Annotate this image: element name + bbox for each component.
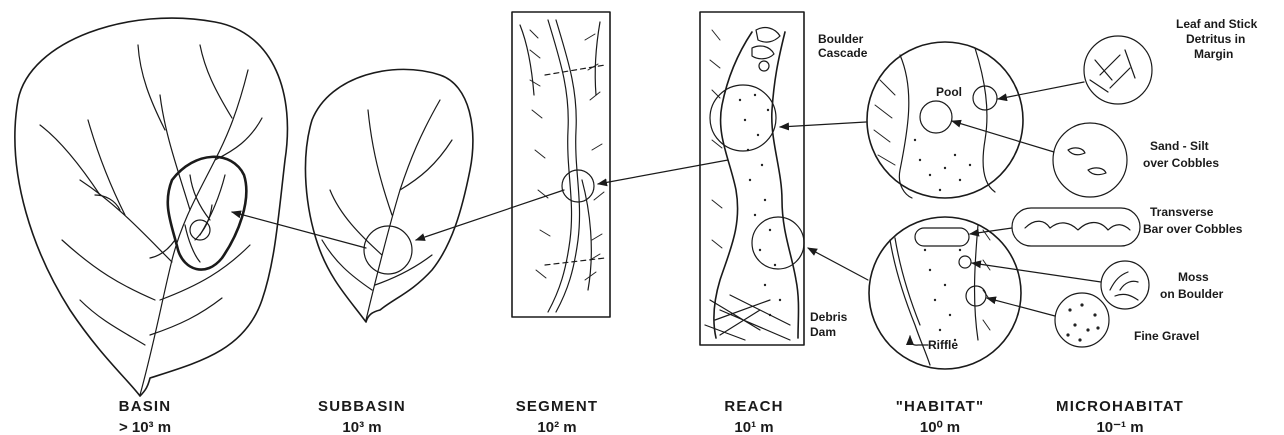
microhabitat-drawings: Leaf and Stick Detritus in Margin Sand -… [1012,17,1258,347]
arrow-leaf-to-pool [998,82,1084,99]
sand-silt-label-line1: Sand - Silt [1150,139,1209,153]
arrow-moss-to-riffle [972,263,1101,282]
debris-dam-label-line1: Debris [810,310,848,324]
leaf-stick-label-line1: Leaf and Stick [1176,17,1258,31]
riffle-moss-circle [959,256,971,268]
boulder-cascade-label-line1: Boulder [818,32,864,46]
habitat-pool-drawing: Pool [867,42,1023,198]
scale-size-reach: 10¹ m [734,419,773,435]
riffle-bar-box [915,228,969,246]
habitat-riffle-drawing: Riffle [869,217,1021,369]
moss-label-line2: on Boulder [1160,287,1224,301]
scale-title-reach: REACH [724,398,783,415]
moss-label-line1: Moss [1178,270,1209,284]
scale-size-microhabitat: 10⁻¹ m [1096,419,1143,435]
pool-sand-circle [920,101,952,133]
debris-dam-label-line2: Dam [810,325,836,339]
scale-title-habitat: "HABITAT" [896,398,985,415]
sand-silt-circle [1053,123,1127,197]
scale-size-subbasin: 10³ m [342,419,381,435]
scale-title-segment: SEGMENT [516,398,599,415]
pool-label: Pool [936,85,962,99]
basin-main-stream [140,70,248,395]
scale-title-basin: BASIN [119,398,172,415]
scale-title-subbasin: SUBBASIN [318,398,406,415]
connector-arrows [232,82,1101,316]
scale-size-basin: > 10³ m [119,419,171,435]
segment-drawing [512,12,610,317]
moss-circle [1101,261,1149,309]
boulder-cascade-label-line2: Cascade [818,46,868,60]
scale-title-microhabitat: MICROHABITAT [1056,398,1184,415]
fine-gravel-label: Fine Gravel [1134,329,1199,343]
reach-riffle-circle [752,217,804,269]
scale-size-segment: 10² m [537,419,576,435]
arrow-pool-to-reach [780,122,866,127]
scale-labels: BASIN > 10³ m SUBBASIN 10³ m SEGMENT 10²… [119,398,1184,435]
subbasin-outline [305,69,472,322]
transverse-bar-label-line1: Transverse [1150,205,1214,219]
transverse-bar-label-line2: Bar over Cobbles [1143,222,1243,236]
subbasin-drawing [305,69,472,322]
reach-drawing: Boulder Cascade Debris Dam [700,12,868,345]
transverse-bar-box [1012,208,1140,246]
leaf-stick-circle [1084,36,1152,104]
habitat-pool-circle [867,42,1023,198]
arrow-reach-to-segment [598,160,728,184]
sand-silt-label-line2: over Cobbles [1143,156,1219,170]
arrow-riffle-to-reach [808,248,868,280]
leaf-stick-label-line3: Margin [1194,47,1233,61]
basin-drawing [15,18,288,396]
fine-gravel-circle [1055,293,1109,347]
scale-size-habitat: 10⁰ m [920,419,960,435]
arrow-sand-to-pool [952,121,1054,152]
leaf-stick-label-line2: Detritus in [1186,32,1245,46]
riffle-gravel-circle [966,286,986,306]
arrow-segment-to-subbasin [416,190,564,240]
riffle-label: Riffle [928,338,958,352]
